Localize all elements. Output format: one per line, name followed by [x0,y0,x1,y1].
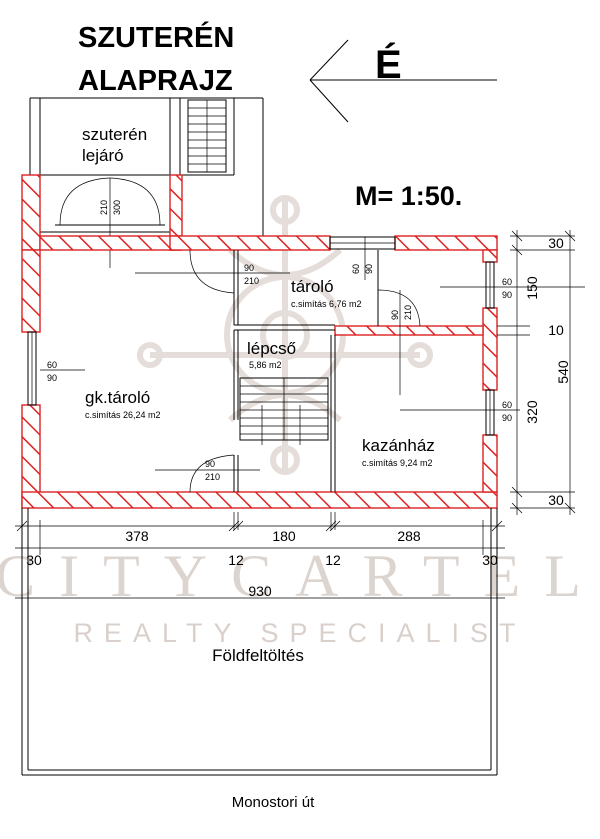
watermark-brand: CITYCARTEL [0,543,600,609]
street-label: Monostori út [232,794,315,811]
window-right-top-width: 60 [502,277,512,287]
window-right-bottom-width: 60 [502,400,512,410]
dim-v-total: 540 [555,360,571,384]
title-line-1: SZUTERÉN [78,20,234,54]
north-arrow-icon [309,39,497,123]
leader-lines [40,237,585,471]
scale-label: M= 1:50. [355,181,462,211]
room-name-taroló: tároló [291,277,334,296]
dim-v-30-bottom: 30 [548,492,564,508]
dim-h-total: 930 [248,583,272,599]
dim-h-12-left: 12 [228,552,244,568]
dim-h-30-right: 30 [482,552,498,568]
window-right-top-height: 90 [502,290,512,300]
dim-h-288: 288 [397,528,421,544]
entry-area [29,97,264,237]
fill-area [21,508,498,776]
door-swings [189,249,421,493]
windows [27,236,495,436]
room-name-szuteren: szuterén [82,125,147,144]
watermark-tagline: REALTY SPECIALIST [73,618,526,648]
door-gk-bottom-width: 90 [205,459,215,469]
entry-door-width: 210 [99,200,109,215]
room-name-lepcso: lépcső [247,339,296,358]
north-label: É [375,42,402,87]
watermark-ornament [137,195,433,475]
room-area-lepcso: 5,86 m2 [249,360,282,370]
door-gk-top-height: 210 [244,276,259,286]
window-top-width: 60 [351,264,361,274]
door-gk-bottom-height: 210 [205,472,220,482]
dim-v-10: 10 [548,322,564,338]
dim-h-30-left: 30 [26,552,42,568]
lepcso-stairs [239,377,329,445]
entry-door-swing [59,177,161,268]
room-name-kazanhaz: kazánház [362,436,435,455]
dim-h-180: 180 [272,528,296,544]
entry-door-height: 300 [112,200,122,215]
window-left-width: 60 [47,360,57,370]
room-name-gk-taroló: gk.tároló [85,388,150,407]
window-top-height: 90 [364,264,374,274]
dim-v-150: 150 [524,276,540,300]
title-line-2: ALAPRAJZ [78,65,233,97]
partitions [233,250,379,492]
room-area-gk-taroló: c.simítás 26,24 m2 [85,410,161,420]
dim-h-378: 378 [125,528,149,544]
walls [21,174,498,509]
vertical-dimension-chain [497,230,576,515]
dim-v-30-top: 30 [548,235,564,251]
room-area-kazanhaz: c.simítás 9,24 m2 [362,458,433,468]
door-taroló-width: 90 [390,310,400,320]
door-taroló-height: 210 [403,305,413,320]
door-gk-top-width: 90 [244,263,254,273]
room-name-lejaro: lejáró [82,146,124,165]
window-left-height: 90 [47,373,57,383]
dim-v-320: 320 [524,400,540,424]
window-right-bottom-height: 90 [502,413,512,423]
room-area-taroló: c.simítás 6,76 m2 [291,299,362,309]
entry-stairs [187,99,227,173]
dim-h-12-right: 12 [325,552,341,568]
fill-label: Földfeltöltés [212,646,304,665]
